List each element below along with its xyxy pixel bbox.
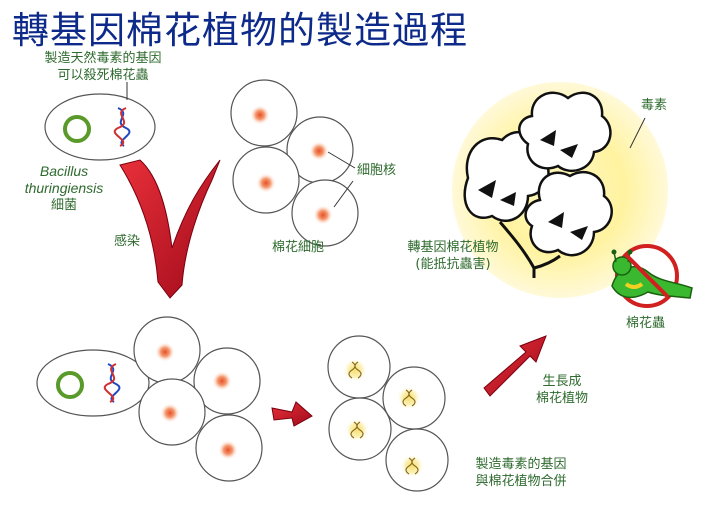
gm-cotton-line-2: (能抵抗蟲害) bbox=[415, 257, 491, 272]
cotton-stem bbox=[498, 221, 561, 278]
bacteria-gene-line-2: 可以殺死棉花蟲 bbox=[57, 68, 149, 83]
bacteria-name-line-1: Bacillus bbox=[39, 163, 89, 179]
bollworm-icon bbox=[611, 244, 693, 308]
grow-label: 生長成 棉花植物 bbox=[522, 373, 602, 407]
gm-cotton-line-1: 轉基因棉花植物 bbox=[407, 240, 499, 255]
toxin-pointer-line bbox=[629, 117, 646, 149]
dna-icon bbox=[113, 107, 131, 147]
cotton-cells-bottom-left bbox=[133, 316, 263, 482]
infection-label: 感染 bbox=[114, 234, 141, 249]
infection-arrow bbox=[119, 159, 221, 299]
bacteria-name-line-2: thuringiensis bbox=[24, 180, 104, 196]
bacteria-gene-label: 製造天然毒素的基因 可以殺死棉花蟲 bbox=[28, 50, 178, 84]
merge-arrow bbox=[271, 401, 313, 427]
merged-gene-label: 製造毒素的基因 與棉花植物合併 bbox=[458, 456, 584, 490]
cotton-cells-label: 棉花細胞 bbox=[272, 240, 325, 255]
gm-cotton-label: 轉基因棉花植物 (能抵抗蟲害) bbox=[392, 239, 514, 273]
cotton-seeds bbox=[478, 130, 588, 240]
bacteria-gene-line-1: 製造天然毒素的基因 bbox=[44, 51, 162, 66]
merged-nucleus bbox=[343, 358, 424, 478]
nucleus-bottom-left bbox=[155, 342, 238, 460]
toxin-label: 毒素 bbox=[641, 98, 668, 113]
merged-gene-line-1: 製造毒素的基因 bbox=[475, 457, 567, 472]
nucleus-label: 細胞核 bbox=[357, 163, 397, 178]
page-title: 轉基因棉花植物的製造過程 bbox=[12, 9, 468, 52]
grow-line-2: 棉花植物 bbox=[535, 391, 588, 406]
cotton-plant-icon bbox=[463, 91, 613, 257]
plasmid-icon bbox=[63, 115, 91, 143]
cotton-cells-merged bbox=[327, 335, 449, 492]
cotton-cells-top bbox=[230, 79, 359, 247]
bacteria-name-label: Bacillus thuringiensis 細菌 bbox=[14, 163, 114, 214]
bacterium-bottom bbox=[36, 349, 150, 417]
grow-line-1: 生長成 bbox=[542, 374, 582, 389]
nucleus-top bbox=[250, 105, 333, 225]
bollworm-label: 棉花蟲 bbox=[626, 316, 666, 331]
bacteria-name-line-3: 細菌 bbox=[50, 198, 77, 213]
grow-arrow bbox=[483, 335, 547, 397]
nucleus-pointer-line bbox=[327, 151, 356, 169]
merged-gene-line-2: 與棉花植物合併 bbox=[475, 474, 567, 489]
plasmid-icon bbox=[56, 371, 84, 399]
bacterium-top bbox=[44, 82, 156, 161]
dna-icon bbox=[103, 363, 121, 403]
